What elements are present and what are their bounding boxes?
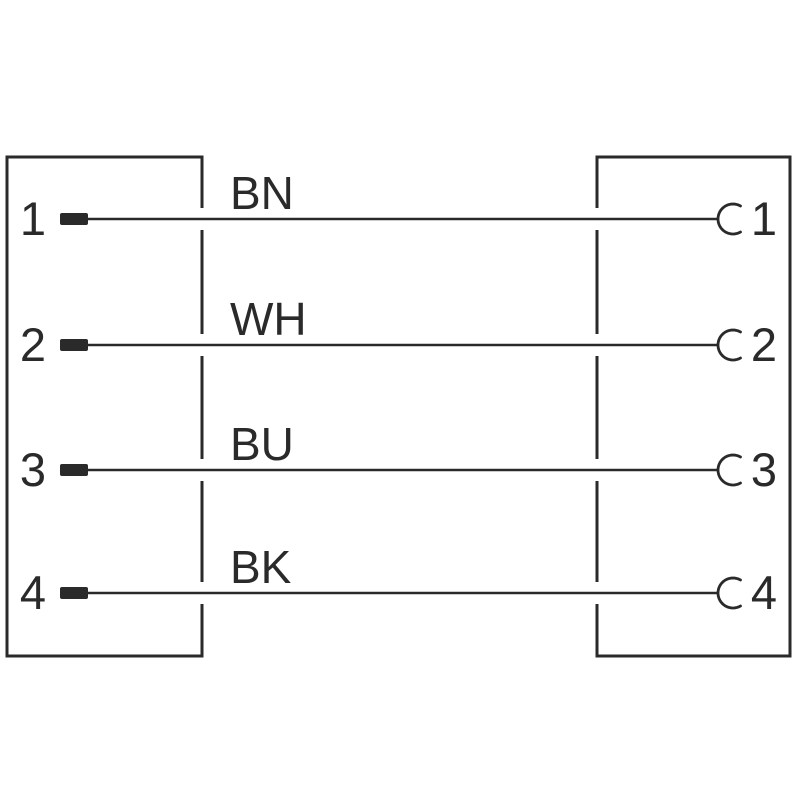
right-connector-body <box>595 155 792 658</box>
socket-arc-icon <box>716 576 742 610</box>
blade-pin-icon <box>60 339 88 351</box>
wire-row-bk: 4 4 BK <box>20 541 777 619</box>
left-pin-number: 2 <box>20 318 46 371</box>
wire-row-bu: 3 3 BU <box>20 418 777 496</box>
left-connector-body <box>5 155 204 658</box>
blade-pin-icon <box>60 464 88 476</box>
wire-color-label: BK <box>230 541 292 593</box>
wire-color-label: BU <box>230 418 294 470</box>
wire-color-label: BN <box>230 167 294 219</box>
right-pin-number: 1 <box>751 192 777 245</box>
wire-row-wh: 2 2 WH <box>20 293 777 371</box>
wire-color-label: WH <box>230 293 307 345</box>
right-pin-number: 4 <box>751 566 777 619</box>
socket-arc-icon <box>716 328 742 362</box>
right-pin-number: 3 <box>751 443 777 496</box>
left-pin-number: 4 <box>20 566 46 619</box>
wire-row-bn: 1 1 BN <box>20 167 777 245</box>
socket-arc-icon <box>716 202 742 236</box>
left-pin-number: 1 <box>20 192 46 245</box>
left-pin-number: 3 <box>20 443 46 496</box>
socket-arc-icon <box>716 453 742 487</box>
blade-pin-icon <box>60 587 88 599</box>
right-pin-number: 2 <box>751 318 777 371</box>
blade-pin-icon <box>60 213 88 225</box>
